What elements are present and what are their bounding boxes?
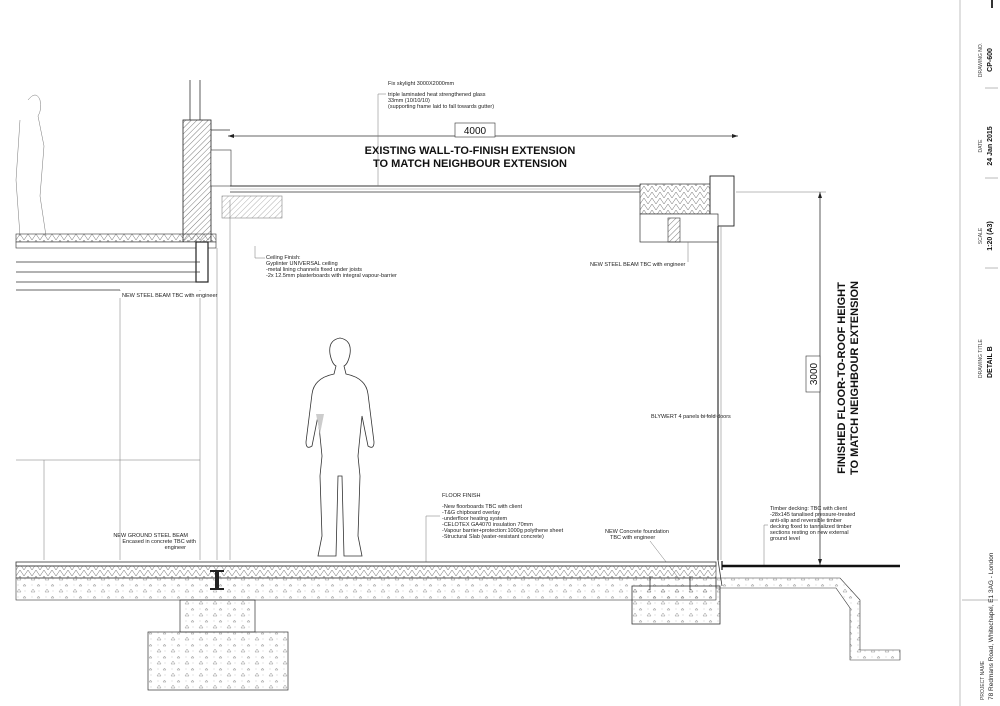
drawing-no-label: DRAWING NO. xyxy=(978,43,984,77)
glass-line: (supporting frame laid to fall towards g… xyxy=(388,104,494,110)
floor-line: -T&G chipboard overlay xyxy=(442,510,500,516)
drawing-no: CP-600 xyxy=(987,48,994,72)
scale-label: SCALE xyxy=(978,227,984,244)
ceiling-note: Ceiling Finish: Gyplinter UNIVERSAL ceil… xyxy=(254,246,397,279)
ground-steel-beam xyxy=(147,570,289,691)
floor-line: -Structural Slab (water-resistant concre… xyxy=(442,534,544,540)
skylight xyxy=(230,185,640,193)
width-dimension: 4000 xyxy=(228,122,738,138)
foundation-line: TBC with engineer xyxy=(610,535,655,541)
scale: 1:20 (A3) xyxy=(987,221,994,251)
glass-line: 33mm (10/10/10) xyxy=(388,98,430,104)
ground-beam-line: Encased in concrete TBC with xyxy=(122,539,196,545)
height-heading-line1: FINISHED FLOOR-TO-ROOF HEIGHT xyxy=(836,282,848,474)
glass-line: triple laminated heat strengthened glass xyxy=(388,92,486,98)
date: 24 Jan 2015 xyxy=(987,126,994,165)
doors-note: BLYWERT 4 panels bi fold doors xyxy=(651,414,731,420)
skylight-note: Fix skylight 3000X2000mm triple laminate… xyxy=(377,81,494,186)
height-heading-line2: TO MATCH NEIGHBOUR EXTENSION xyxy=(849,281,861,475)
height-value: 3000 xyxy=(809,362,820,385)
ceiling-line: -2x 12.5mm plasterboards with integral v… xyxy=(266,273,397,279)
skylight-label: Fix skylight 3000X2000mm xyxy=(388,81,454,87)
project-name: 78 Redmans Road, Whitechapel, E1 3AG - L… xyxy=(988,552,995,700)
ceiling-line: Gyplinter UNIVERSAL ceiling xyxy=(266,261,338,267)
foundation-line: NEW Concrete foundation xyxy=(605,529,669,535)
floor-note: FLOOR FINISH -New floorboards TBC with c… xyxy=(425,493,564,564)
floor-buildup xyxy=(15,561,901,661)
drawing-title: DETAIL B xyxy=(987,346,994,378)
drawing-title-label: DRAWING TITLE xyxy=(978,338,984,378)
title-block: DRAWING NO. CP-600 DATE 24 Jan 2015 SCAL… xyxy=(959,0,998,706)
existing-wall xyxy=(15,80,283,560)
decking-line: anti-slip and reversible timber xyxy=(770,518,842,524)
decking-line: -28x145 tanalised pressure-treated xyxy=(770,512,855,518)
width-value: 4000 xyxy=(464,126,487,137)
person-silhouette xyxy=(305,337,375,557)
decking-line: Timber decking: TBC with client xyxy=(770,506,847,512)
decking-line: sections resting on new external xyxy=(770,530,849,536)
ceiling-line: Ceiling Finish: xyxy=(266,255,301,261)
ground-beam-note: NEW GROUND STEEL BEAM Encased in concret… xyxy=(113,533,196,551)
ceiling-line: -metal lining channels fixed under joist… xyxy=(266,267,362,273)
steel-beam-left-note: NEW STEEL BEAM TBC with engineer xyxy=(122,293,218,299)
ground-beam-line: NEW GROUND STEEL BEAM xyxy=(113,533,188,539)
decking-line: decking fixed to tannalized timber xyxy=(770,524,852,530)
extension-heading-line2: TO MATCH NEIGHBOUR EXTENSION xyxy=(373,158,567,170)
decking-line: ground level xyxy=(770,536,800,542)
ground-beam-line: engineer xyxy=(165,545,187,551)
floor-line: FLOOR FINISH xyxy=(442,493,481,499)
decking-note: Timber decking: TBC with client -28x145 … xyxy=(763,506,855,567)
neighbour-figure xyxy=(15,94,47,237)
floor-line: -underfloor heating system xyxy=(442,516,508,522)
extension-heading-line1: EXISTING WALL-TO-FINISH EXTENSION xyxy=(365,145,576,157)
date-label: DATE xyxy=(978,139,984,153)
floor-line: -Vapour barrier+protection:1000g polythe… xyxy=(442,528,564,534)
floor-line: -New floorboards TBC with client xyxy=(442,504,522,510)
new-concrete-foundation xyxy=(631,559,723,625)
person-shadow xyxy=(316,414,324,434)
project-name-label: PROJECT NAME xyxy=(980,660,986,700)
steel-beam-right-note: NEW STEEL BEAM TBC with engineer xyxy=(590,262,686,268)
floor-line: -CELOTEX GA4070 insulation 70mm xyxy=(442,522,533,528)
right-roof-structure xyxy=(639,175,735,560)
height-dimension: 3000 xyxy=(736,191,826,565)
